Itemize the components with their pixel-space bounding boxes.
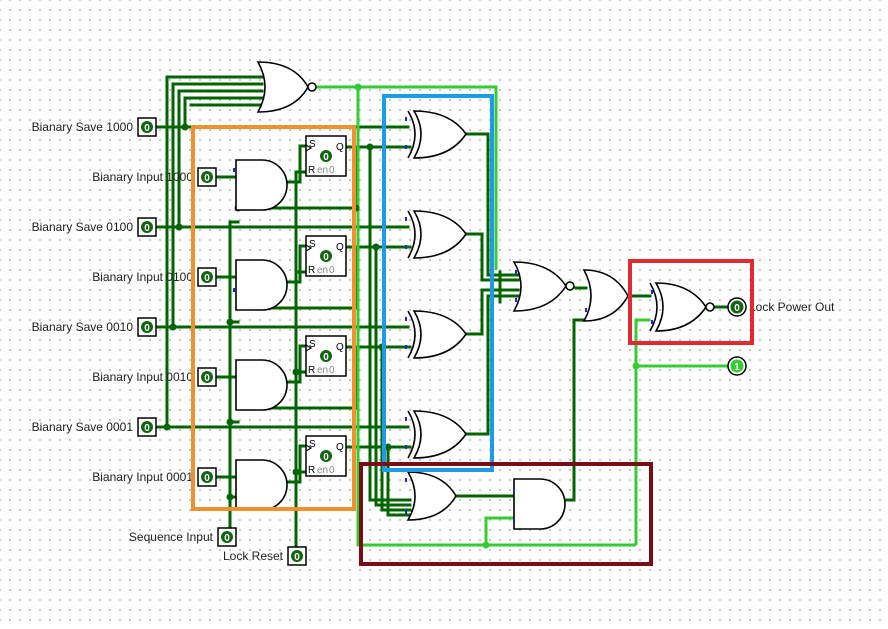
xor-gate-4 <box>407 410 467 459</box>
flipflop-value: 0 <box>323 452 329 463</box>
and-gate-3 <box>235 359 288 411</box>
light-wires <box>316 83 730 549</box>
gate-pin-ticks <box>233 117 653 522</box>
flipflop-s-label: S <box>309 439 316 450</box>
nor-gate-middle <box>512 261 575 312</box>
and-gate-2 <box>235 259 288 311</box>
xnor-gate-output <box>649 282 715 332</box>
or-gate-right <box>582 269 629 322</box>
input-pin-value: 0 <box>204 473 210 484</box>
flipflop-r-label: R <box>308 265 315 276</box>
flipflop-r-label: R <box>308 165 315 176</box>
annotation-box-orange <box>191 125 356 511</box>
input-pin-value: 0 <box>204 273 210 284</box>
output-indicator-value: 1 <box>734 362 740 373</box>
input-pin-2[interactable]: 0 <box>197 167 217 187</box>
annotation-box-blue <box>382 94 494 472</box>
input-pin-8[interactable]: 0 <box>197 467 217 487</box>
input-pin-10[interactable]: 0 <box>287 546 307 566</box>
input-pin-5[interactable]: 0 <box>137 317 157 337</box>
input-pin-1[interactable]: 0 <box>137 117 157 137</box>
flipflop-value: 0 <box>323 252 329 263</box>
flipflop-en-label: en <box>317 165 328 176</box>
input-pin-9[interactable]: 0 <box>217 527 237 547</box>
input-pin-label: Bianary Save 1000 <box>32 120 134 134</box>
input-pin-label: Sequence Input <box>129 530 214 544</box>
input-pin-3[interactable]: 0 <box>137 217 157 237</box>
input-pin-value: 0 <box>144 223 150 234</box>
input-pin-7[interactable]: 0 <box>137 417 157 437</box>
input-pin-value: 0 <box>144 123 150 134</box>
input-pin-label: Bianary Save 0001 <box>32 420 134 434</box>
annotation-box-maroon <box>359 462 653 566</box>
input-pin-label: Bianary Input 1000 <box>92 170 193 184</box>
input-pin-value: 0 <box>294 552 300 563</box>
flipflop-s-label: S <box>309 139 316 150</box>
flipflop-s-label: S <box>309 339 316 350</box>
flipflop-en-value: 0 <box>329 265 335 276</box>
nor-gate-top <box>256 61 317 113</box>
and-gate-4 <box>235 459 288 511</box>
input-pin-label: Lock Reset <box>223 549 284 563</box>
xor-gate-1 <box>407 110 467 159</box>
flipflop-value: 0 <box>323 352 329 363</box>
input-pin-6[interactable]: 0 <box>197 367 217 387</box>
flipflop-r-label: R <box>308 365 315 376</box>
output-lock-power[interactable]: 0 <box>727 297 747 317</box>
flipflop-en-value: 0 <box>329 365 335 376</box>
output-lock-power-label: Lock Power Out <box>749 300 835 314</box>
input-pin-value: 0 <box>144 323 150 334</box>
input-pin-label: Bianary Save 0100 <box>32 220 134 234</box>
input-pin-label: Bianary Save 0010 <box>32 320 134 334</box>
input-pin-value: 0 <box>204 373 210 384</box>
flipflop-value: 0 <box>323 152 329 163</box>
input-pin-label: Bianary Input 0100 <box>92 270 193 284</box>
and-gate-1 <box>235 159 288 211</box>
flipflop-en-value: 0 <box>329 465 335 476</box>
flipflop-q-label: Q <box>336 142 344 153</box>
output-lock-power-value: 0 <box>734 303 740 314</box>
flipflop-q-label: Q <box>336 442 344 453</box>
flipflop-q-label: Q <box>336 242 344 253</box>
flipflop-en-label: en <box>317 365 328 376</box>
input-pin-label: Bianary Input 0010 <box>92 370 193 384</box>
flipflop-q-label: Q <box>336 342 344 353</box>
xor-gate-2 <box>407 210 467 259</box>
flipflop-en-label: en <box>317 465 328 476</box>
flipflop-en-value: 0 <box>329 165 335 176</box>
input-pin-label: Bianary Input 0001 <box>92 470 193 484</box>
flipflop-s-label: S <box>309 239 316 250</box>
input-pin-value: 0 <box>204 173 210 184</box>
and-gate-bottom <box>513 478 566 530</box>
input-pin-4[interactable]: 0 <box>197 267 217 287</box>
or-gate-bottom <box>406 471 457 521</box>
input-pin-value: 0 <box>224 533 230 544</box>
output-indicator[interactable]: 1 <box>727 356 747 376</box>
xor-gate-3 <box>407 310 467 359</box>
input-pin-value: 0 <box>144 423 150 434</box>
flipflop-r-label: R <box>308 465 315 476</box>
flipflop-en-label: en <box>317 265 328 276</box>
annotation-box-red <box>628 259 754 345</box>
